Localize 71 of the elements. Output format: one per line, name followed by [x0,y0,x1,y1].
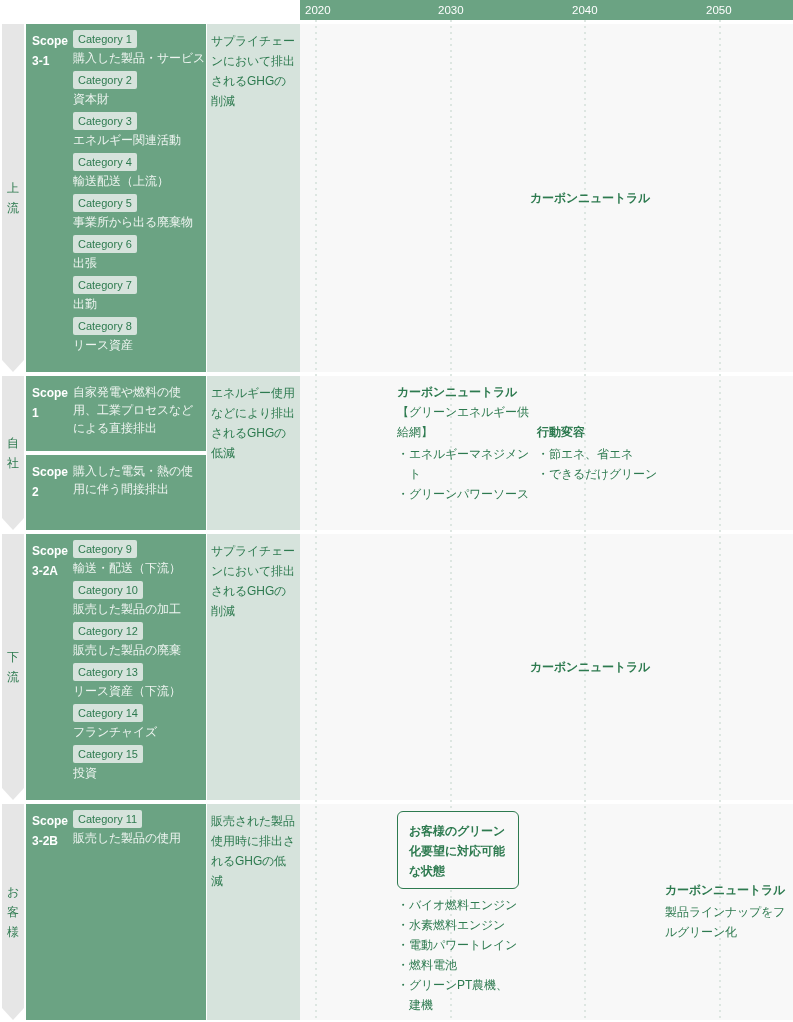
bullet-item: ・バイオ燃料エンジン [397,897,518,914]
category-badge: Category 1 [73,30,137,48]
category-description: 販売した製品の廃棄 [73,643,181,658]
category-description: 購入した製品・サービス [73,51,205,66]
category-badge: Category 2 [73,71,137,89]
category-description: 出張 [73,256,97,271]
category-badge: Category 3 [73,112,137,130]
milestone-heading: カーボンニュートラル [530,190,651,207]
category-description: 販売した製品の使用 [73,831,181,846]
category-badge: Category 6 [73,235,137,253]
goal-description-box: 販売された製品使用時に排出されるGHGの低減 [207,804,300,1020]
goal-description-box: サプライチェーンにおいて排出されるGHGの削減 [207,24,300,372]
category-badge: Category 4 [73,153,137,171]
scope-label: Scope 3-2B [32,813,69,850]
timeline-text: 製品ラインナップをフルグリーン化 [665,904,786,941]
bullet-item: ・グリーンPT農機、建機 [397,977,510,1014]
milestone-heading: 行動変容 [537,424,586,441]
scope-label: Scope 3-2A [32,543,69,580]
year-label: 2020 [305,3,331,18]
category-badge: Category 9 [73,540,137,558]
stage-band: お客様 [2,804,24,1020]
timeline-text: 【グリーンエネルギー供給網】 [397,404,530,441]
scope-box [26,534,206,800]
year-label: 2050 [706,3,732,18]
category-badge: Category 5 [73,194,137,212]
scope-box [26,24,206,372]
category-badge: Category 14 [73,704,143,722]
category-description: 投資 [73,766,97,781]
bullet-item: ・エネルギーマネジメント [397,446,530,483]
category-description: エネルギー関連活動 [73,133,181,148]
bullet-item: ・できるだけグリーン [537,466,658,483]
milestone-heading: カーボンニュートラル [530,659,651,676]
category-description: 輸送配送（上流） [73,174,169,189]
category-description: 販売した製品の加工 [73,602,181,617]
scope-description: 自家発電や燃料の使用、工業プロセスなどによる直接排出 [73,385,194,436]
scope-box [26,455,206,530]
bullet-item: ・水素燃料エンジン [397,917,506,934]
scope-label: Scope 1 [32,385,69,422]
scope-box [26,376,206,451]
category-badge: Category 11 [73,810,143,828]
category-description: リース資産（下流） [73,684,181,699]
scope-description: 購入した電気・熱の使用に伴う間接排出 [73,464,194,497]
goal-description-box: サプライチェーンにおいて排出されるGHGの削減 [207,534,300,800]
bullet-item: ・グリーンパワーソース [397,486,530,503]
category-description: 事業所から出る廃棄物 [73,215,193,230]
category-description: 資本財 [73,92,109,107]
category-badge: Category 8 [73,317,137,335]
scope-box [26,804,206,1020]
category-badge: Category 10 [73,581,143,599]
stage-band: 自社 [2,376,24,530]
scope-label: Scope 2 [32,464,69,501]
bullet-item: ・電動パワートレイン [397,937,518,954]
milestone-box: お客様のグリーン化要望に対応可能な状態 [397,811,519,889]
goal-description-box: エネルギー使用などにより排出されるGHGの低減 [207,376,300,530]
bullet-item: ・節エネ、省エネ [537,446,634,463]
category-badge: Category 7 [73,276,137,294]
stage-band: 上流 [2,24,24,372]
category-badge: Category 13 [73,663,143,681]
category-description: リース資産 [73,338,133,353]
milestone-heading: カーボンニュートラル [665,882,786,899]
category-description: フランチャイズ [73,725,157,740]
category-badge: Category 12 [73,622,143,640]
category-description: 出勤 [73,297,97,312]
bullet-item: ・燃料電池 [397,957,458,974]
category-description: 輸送・配送（下流） [73,561,181,576]
year-label: 2030 [438,3,464,18]
year-label: 2040 [572,3,598,18]
milestone-heading: カーボンニュートラル [397,384,518,401]
category-badge: Category 15 [73,745,143,763]
scope-label: Scope 3-1 [32,33,69,70]
stage-band: 下流 [2,534,24,800]
